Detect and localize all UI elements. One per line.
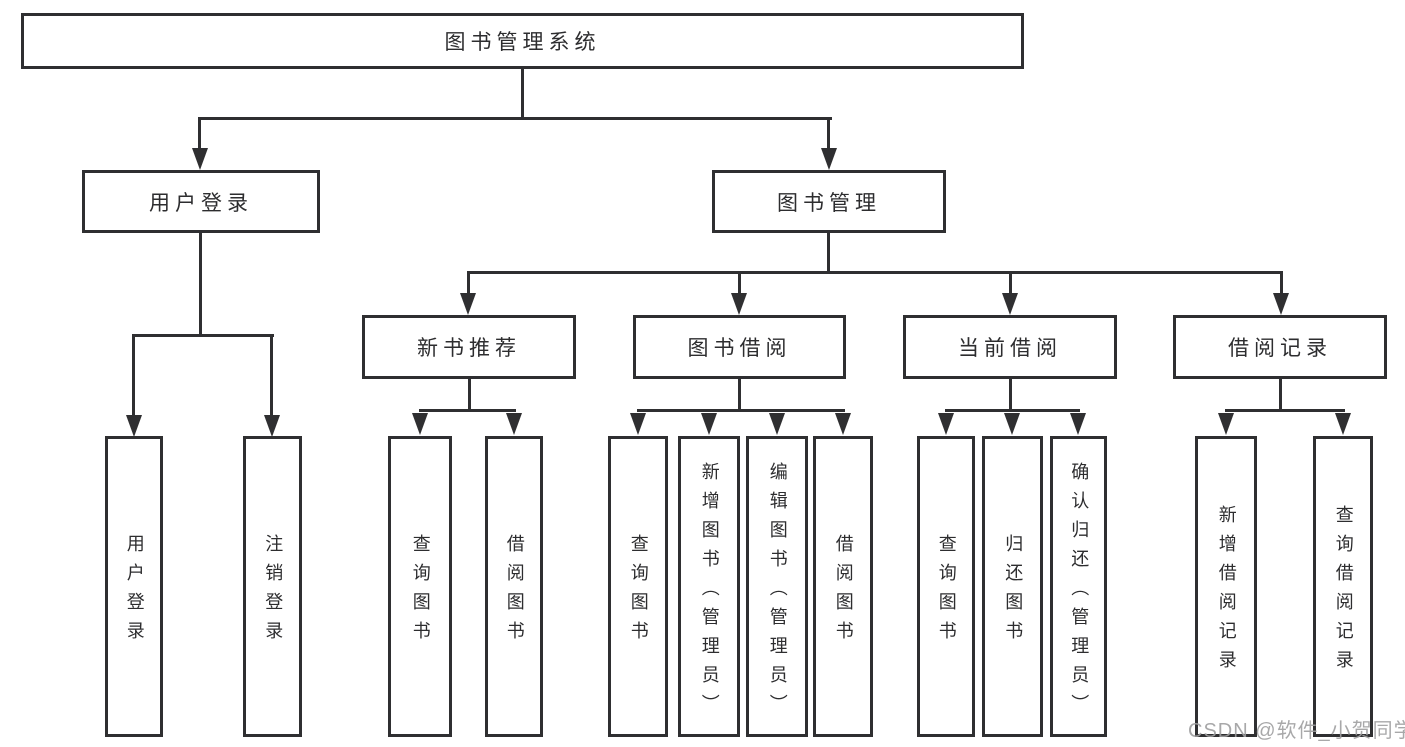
arrow-to-add-record: [1218, 413, 1234, 435]
connector-to-new-books-stem: [467, 271, 470, 295]
leaf-logout: 注销登录: [243, 436, 302, 737]
leaf-add-books-admin: 新增图书（管理员）: [678, 436, 740, 737]
connector-user-login-rail: [132, 334, 274, 337]
leaf-return-books: 归还图书: [982, 436, 1043, 737]
node-label: 借阅图书: [833, 534, 854, 650]
node-label: 图书管理系统: [444, 31, 601, 54]
connector-current-rail: [945, 409, 1080, 412]
node-label: 确认归还（管理员）: [1069, 461, 1090, 723]
connector-to-logout-leaf-stem: [270, 334, 273, 417]
node-label: 归还图书: [1003, 534, 1024, 650]
connector-current-stem: [1009, 378, 1012, 411]
node-borrowing-records: 借阅记录: [1173, 315, 1387, 379]
leaf-query-borrow-record: 查询借阅记录: [1313, 436, 1373, 737]
arrow-to-add-books: [701, 413, 717, 435]
connector-records-stem: [1279, 378, 1282, 411]
csdn-watermark: CSDN @软件_小贺同学: [1188, 720, 1405, 742]
node-label: 借阅记录: [1228, 337, 1332, 360]
node-label: 当前借阅: [958, 337, 1062, 360]
arrow-to-query-record: [1335, 413, 1351, 435]
leaf-confirm-return-admin: 确认归还（管理员）: [1050, 436, 1107, 737]
connector-book-mgmt-rail: [467, 271, 1283, 274]
leaf-borrow-books-borrowing: 借阅图书: [813, 436, 873, 737]
node-library-system: 图书管理系统: [21, 13, 1024, 69]
node-label: 新增图书（管理员）: [699, 461, 720, 723]
node-label: 新书推荐: [417, 337, 521, 360]
node-label: 图书借阅: [687, 337, 792, 360]
leaf-query-books-current: 查询图书: [917, 436, 975, 737]
leaf-borrow-books-recommend: 借阅图书: [485, 436, 543, 737]
node-label: 编辑图书（管理员）: [767, 461, 788, 723]
arrow-to-records: [1273, 293, 1289, 315]
node-label: 用户登录: [124, 534, 145, 650]
node-label: 图书管理: [777, 191, 881, 215]
node-current-borrowing: 当前借阅: [903, 315, 1117, 379]
connector-records-rail: [1225, 409, 1345, 412]
node-label: 查询图书: [936, 534, 957, 650]
node-label: 借阅图书: [504, 534, 525, 650]
connector-to-current-stem: [1009, 271, 1012, 295]
connector-root-stem: [521, 68, 524, 119]
leaf-user-login: 用户登录: [105, 436, 163, 737]
node-label: 注销登录: [263, 534, 284, 650]
connector-to-login-leaf-stem: [132, 334, 135, 417]
connector-to-book-mgmt-stem: [827, 117, 830, 150]
arrow-to-query-books-3: [938, 413, 954, 435]
connector-book-mgmt-stem: [827, 233, 830, 274]
connector-new-books-stem: [468, 378, 471, 411]
arrow-to-borrow-books-2: [835, 413, 851, 435]
connector-new-books-rail: [419, 409, 516, 412]
arrow-to-user-login: [192, 148, 208, 170]
node-label: 查询图书: [410, 534, 431, 650]
node-label: 新增借阅记录: [1216, 505, 1237, 679]
arrow-to-query-books-2: [630, 413, 646, 435]
leaf-edit-books-admin: 编辑图书（管理员）: [746, 436, 808, 737]
arrow-to-confirm-return: [1070, 413, 1086, 435]
connector-user-login-stem: [199, 232, 202, 337]
connector-borrowing-stem: [738, 378, 741, 411]
connector-root-rail: [198, 117, 832, 120]
arrow-to-login-leaf: [126, 415, 142, 437]
node-label: 用户登录: [149, 191, 253, 215]
arrow-to-query-books-1: [412, 413, 428, 435]
arrow-to-edit-books: [769, 413, 785, 435]
arrow-to-logout-leaf: [264, 415, 280, 437]
node-book-management: 图书管理: [712, 170, 946, 233]
connector-borrowing-rail: [637, 409, 845, 412]
node-user-login: 用户登录: [82, 170, 320, 233]
arrow-to-new-books: [460, 293, 476, 315]
leaf-add-borrow-record: 新增借阅记录: [1195, 436, 1257, 737]
node-new-book-recommend: 新书推荐: [362, 315, 576, 379]
connector-to-borrowing-stem: [738, 271, 741, 295]
node-label: 查询图书: [628, 534, 649, 650]
connector-to-records-stem: [1280, 271, 1283, 295]
node-label: 查询借阅记录: [1333, 505, 1354, 679]
node-book-borrowing: 图书借阅: [633, 315, 846, 379]
arrow-to-current: [1002, 293, 1018, 315]
connector-to-user-login-stem: [198, 117, 201, 150]
arrow-to-borrowing: [731, 293, 747, 315]
arrow-to-borrow-books-1: [506, 413, 522, 435]
arrow-to-book-mgmt: [821, 148, 837, 170]
leaf-query-books-borrowing: 查询图书: [608, 436, 668, 737]
arrow-to-return-books: [1004, 413, 1020, 435]
leaf-query-books-recommend: 查询图书: [388, 436, 452, 737]
